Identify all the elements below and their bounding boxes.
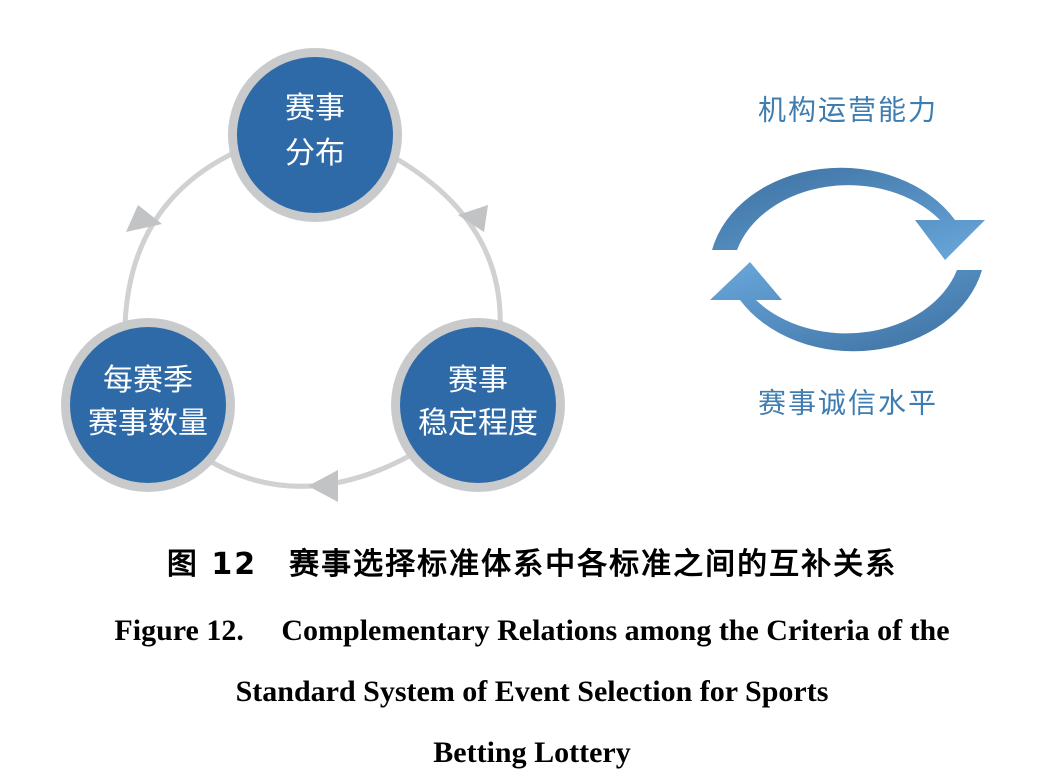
loop-label-integrity-level: 赛事诚信水平 xyxy=(758,387,938,420)
cycle-arrowhead-top-left xyxy=(126,205,162,232)
node-event-distribution-line-1: 赛事 xyxy=(285,91,345,126)
loop-arrow-top xyxy=(712,167,985,260)
node-event-distribution-line-2: 分布 xyxy=(285,136,345,171)
node-events-per-season-line-1: 每赛季 xyxy=(103,363,193,398)
node-event-stability-line-2: 稳定程度 xyxy=(418,406,538,441)
loop-arrow-bottom xyxy=(710,262,982,352)
node-event-stability-line-1: 赛事 xyxy=(448,363,508,398)
cycle-arc-left-to-top xyxy=(122,147,242,326)
operation-integrity-loop: 机构运营能力 赛事诚信水平 xyxy=(710,94,985,420)
node-events-per-season-line-2: 赛事数量 xyxy=(88,406,208,441)
cycle-arrowhead-top-right xyxy=(458,205,488,232)
cycle-arrowhead-bottom xyxy=(308,470,338,502)
node-event-distribution: 赛事 分布 xyxy=(228,48,402,222)
cycle-connector-ring xyxy=(122,147,503,489)
figure-caption-english-line-3: Betting Lottery xyxy=(433,736,631,769)
cycle-arc-top-to-right xyxy=(388,152,503,331)
node-event-stability: 赛事 稳定程度 xyxy=(391,318,565,492)
criteria-cycle: 赛事 分布 赛事 稳定程度 每赛季 赛事数量 xyxy=(61,48,565,502)
figure-caption-english-line-2: Standard System of Event Selection for S… xyxy=(235,675,829,708)
figure-caption-english-line-1: Figure 12. Complementary Relations among… xyxy=(114,614,950,647)
loop-label-operation-capability: 机构运营能力 xyxy=(758,94,938,127)
complementary-relations-diagram: 赛事 分布 赛事 稳定程度 每赛季 赛事数量 机构运营能力 赛事诚信水平 xyxy=(61,48,985,502)
cycle-arc-right-to-left xyxy=(198,447,422,489)
node-events-per-season: 每赛季 赛事数量 xyxy=(61,318,235,492)
figure-caption-chinese: 图 12 赛事选择标准体系中各标准之间的互补关系 xyxy=(166,547,898,582)
